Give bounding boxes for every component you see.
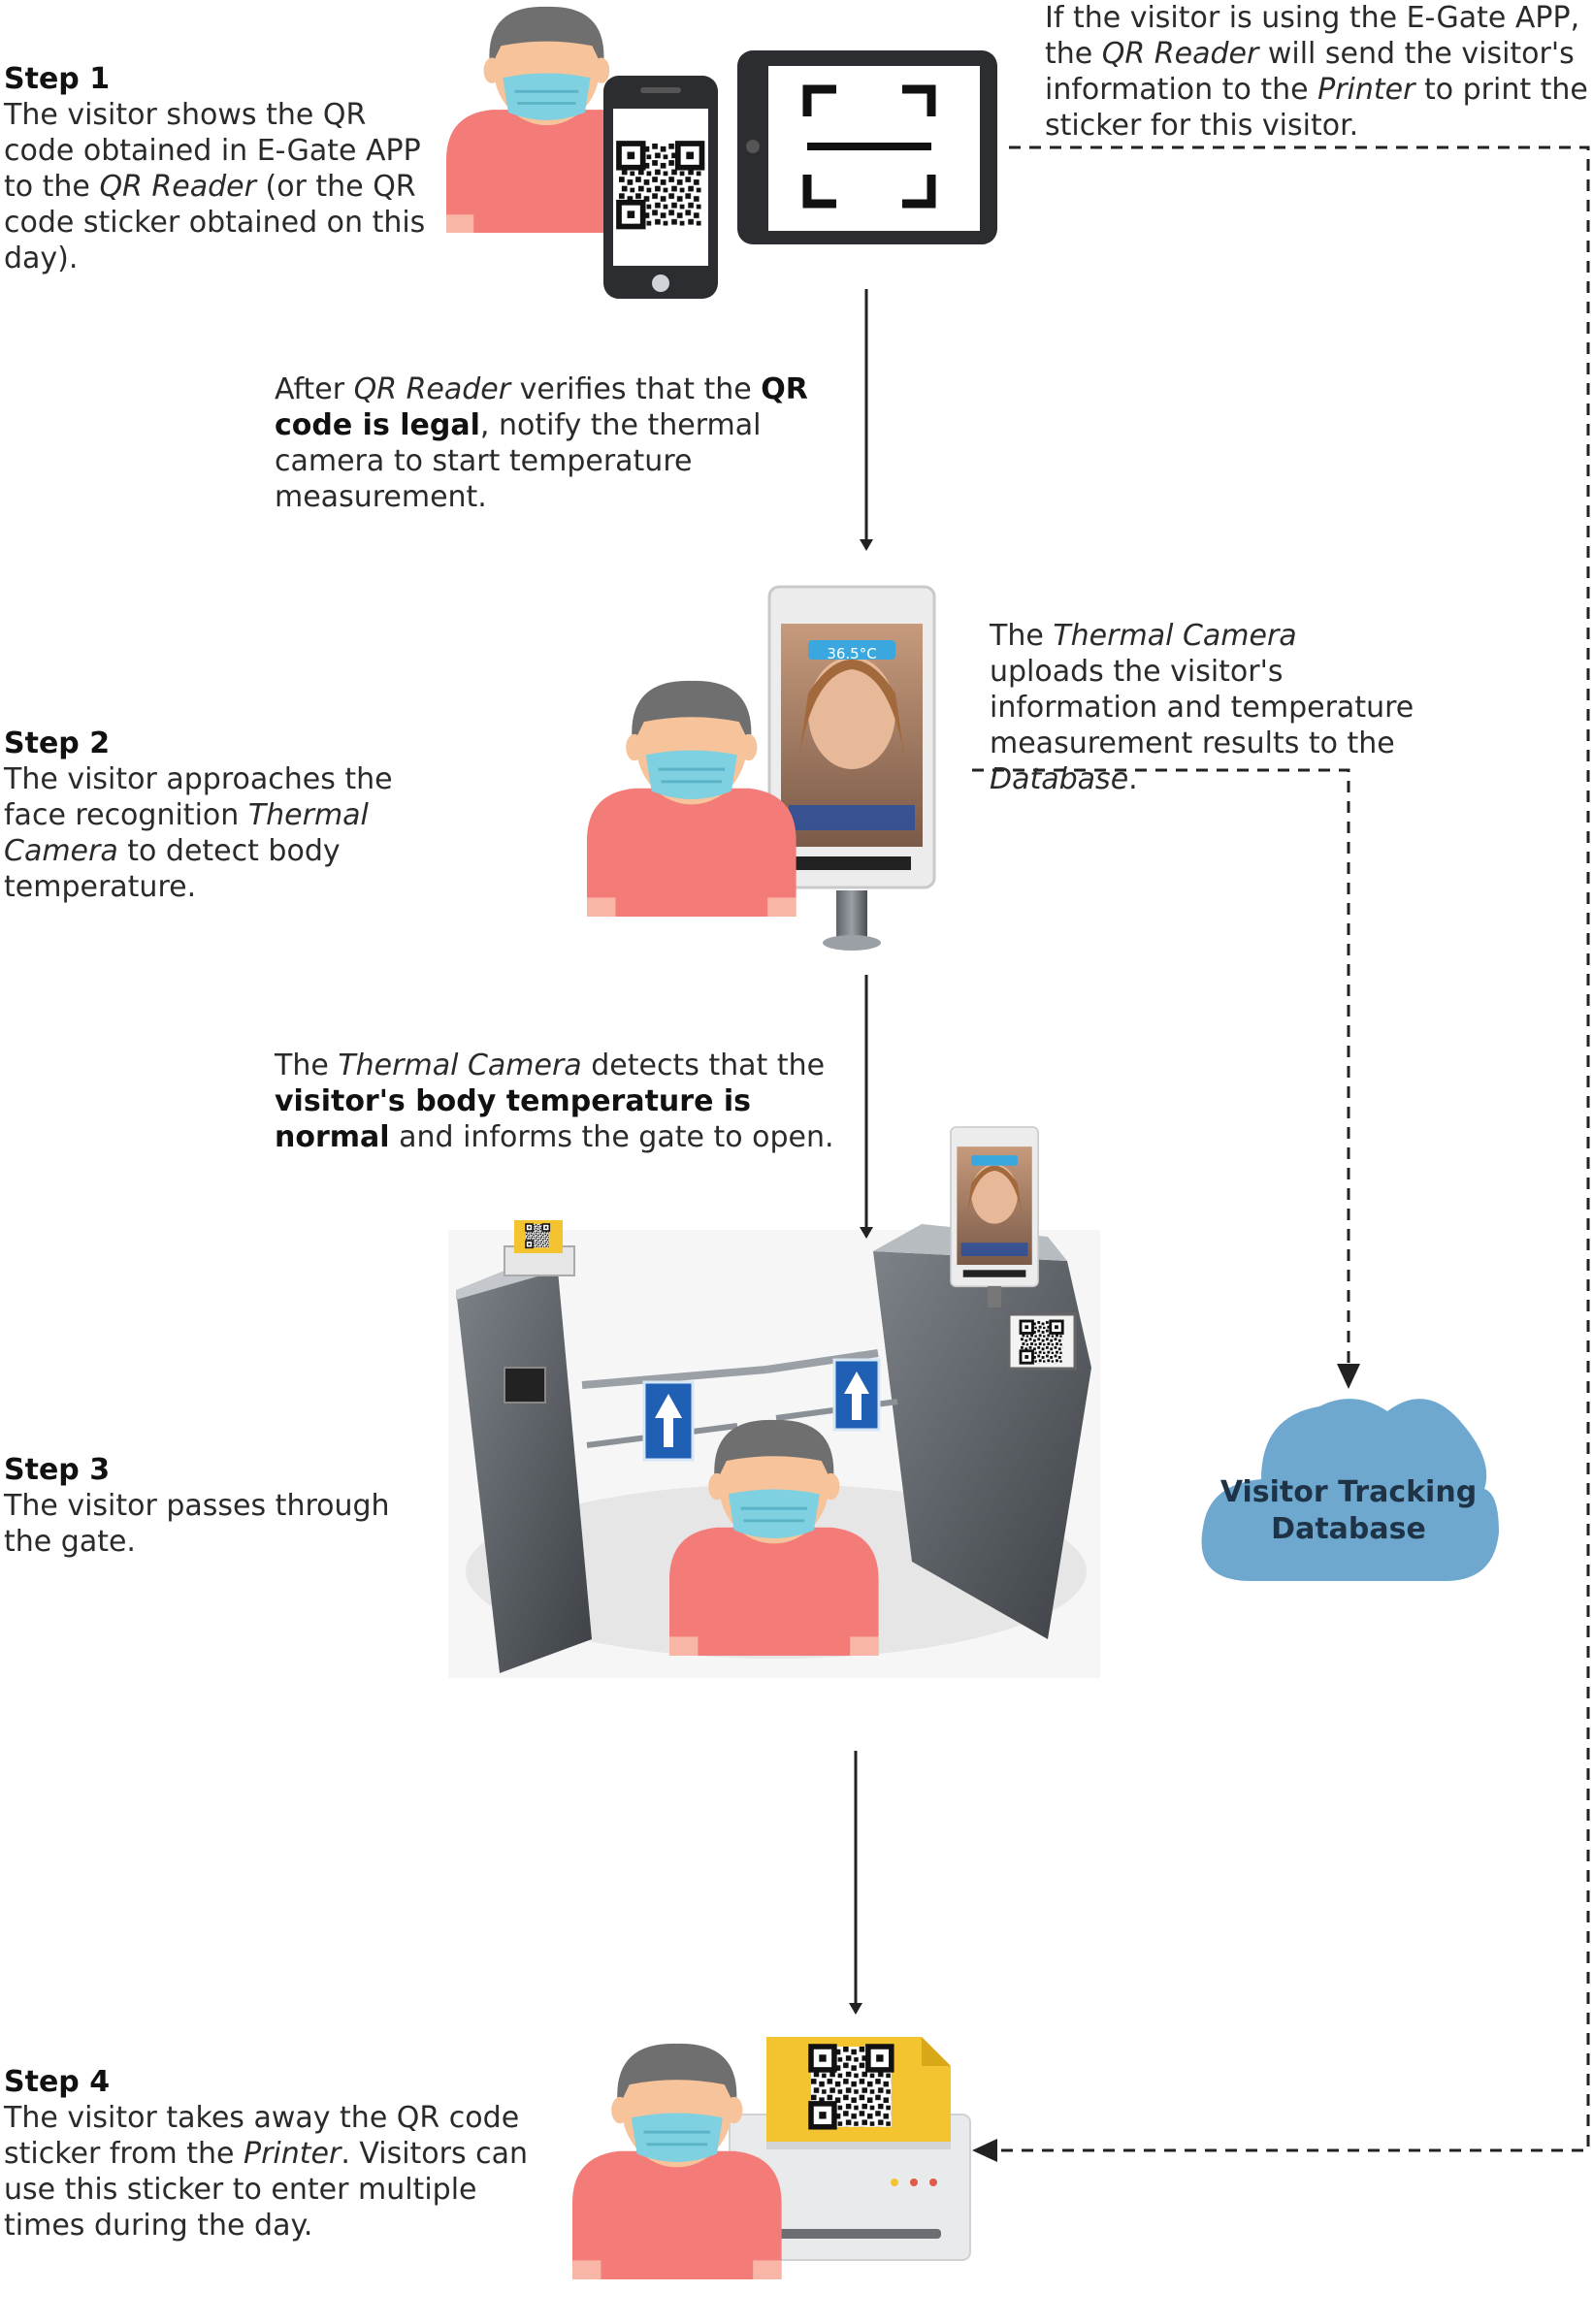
step4-title: Step 4 [4, 2065, 111, 2099]
visitor-tracking-database-cloud [1201, 1399, 1499, 1581]
thermal-camera-device: 36.5°C [767, 585, 936, 951]
printer-icon [729, 2037, 971, 2261]
step3-text: The visitor passes through the gate. [4, 1489, 390, 1559]
printer-note-qr-reader-term: QR Reader [1101, 37, 1259, 71]
step4-visitor-icon [570, 2042, 784, 2281]
step2-text-a: The visitor approaches the face recognit… [4, 762, 393, 832]
step3-title: Step 3 [4, 1453, 111, 1487]
verify-note-text-b: verifies that the [510, 372, 762, 406]
step4-text-b: . Visitors can use this sticker to enter… [4, 2137, 529, 2243]
step1-qr-reader-term: QR Reader [99, 170, 256, 204]
step2-title: Step 2 [4, 726, 111, 760]
step2-description: Step 2 The visitor approaches the face r… [4, 726, 460, 905]
detect-note-text-b: detects that the [581, 1049, 826, 1082]
upload-note-camera-term: Thermal Camera [1053, 619, 1297, 653]
detect-note-bold: visitor's body temperature is normal [275, 1084, 752, 1154]
step4-text-a: The visitor takes away the QR code stick… [4, 2101, 520, 2171]
qr-reader-tablet-icon [737, 50, 997, 244]
printer-note: If the visitor is using the E-Gate APP, … [1045, 0, 1588, 144]
printer-note-text-a: If the visitor is using the E-Gate APP, … [1045, 1, 1580, 71]
database-label-line2: Database [1271, 1512, 1426, 1546]
step2-camera-term: Thermal Camera [4, 798, 369, 868]
dashed-qr-reader-to-printer [972, 145, 1590, 2162]
dashed-camera-to-database [972, 768, 1360, 1389]
database-label-line1: Visitor Tracking [1219, 1475, 1478, 1509]
upload-note-text-b: uploads the visitor's information and te… [990, 655, 1414, 760]
upload-note-database-term: Database [990, 762, 1129, 796]
step2-visitor-icon [585, 679, 798, 919]
upload-note-text-c: . [1128, 762, 1138, 796]
detect-note-text-a: The [275, 1049, 339, 1082]
detect-note-camera-term: Thermal Camera [338, 1049, 582, 1082]
database-label: Visitor Tracking Database [1203, 1474, 1494, 1548]
step1-text-a: The visitor shows the QR code obtained i… [4, 98, 421, 204]
detect-note-text-c: and informs the gate to open. [389, 1120, 834, 1154]
phone-with-qr-icon [603, 76, 718, 299]
step1-title: Step 1 [4, 62, 111, 96]
detect-note: The Thermal Camera detects that the visi… [275, 1048, 857, 1155]
step2-text-b: to detect body temperature. [4, 834, 341, 904]
screen-temperature-text: 36.5°C [827, 645, 876, 662]
verify-note-qr-reader-term: QR Reader [353, 372, 511, 406]
verify-note-text-a: After [275, 372, 354, 406]
step1-text-b: (or the QR code sticker obtained on this… [4, 170, 426, 275]
step4-description: Step 4 The visitor takes away the QR cod… [4, 2064, 567, 2243]
printer-note-text-b: will send the visitor's information to t… [1045, 37, 1575, 107]
upload-note-text-a: The [990, 619, 1054, 653]
verify-note-bold: QR code is legal [275, 372, 808, 442]
verify-note-text-c: , notify the thermal camera to start tem… [275, 408, 762, 514]
printer-note-printer-term: Printer [1317, 73, 1415, 107]
upload-note: The Thermal Camera uploads the visitor's… [990, 618, 1416, 797]
step1-description: Step 1 The visitor shows the QR code obt… [4, 61, 445, 276]
printer-note-text-c: to print the sticker for this visitor. [1045, 73, 1588, 143]
step3-description: Step 3 The visitor passes through the ga… [4, 1452, 411, 1560]
verify-note: After QR Reader verifies that the QR cod… [275, 371, 857, 515]
step4-printer-term: Printer [243, 2137, 341, 2171]
